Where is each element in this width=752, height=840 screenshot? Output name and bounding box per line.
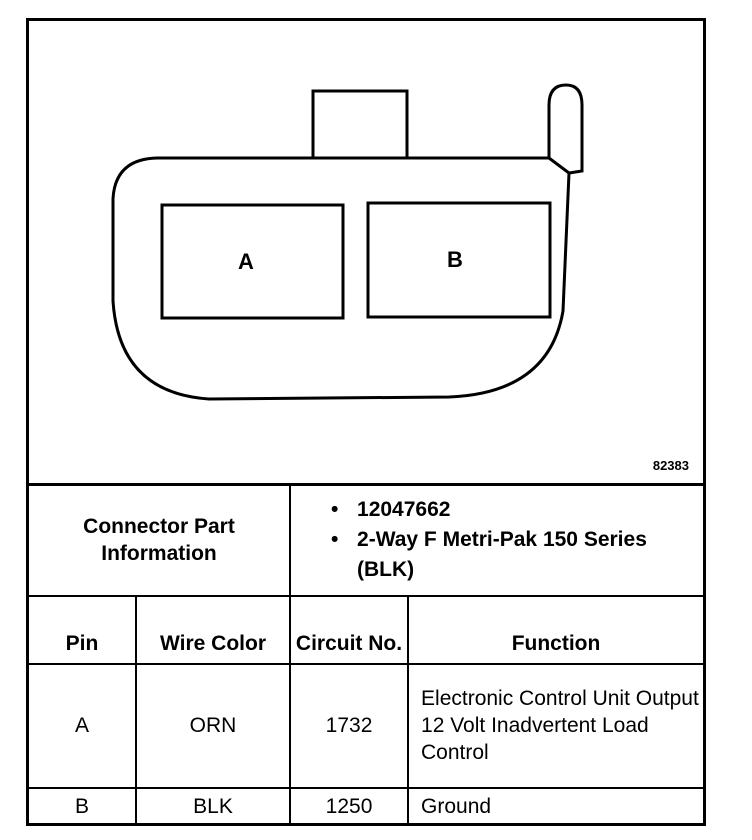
table-row: A ORN 1732 Electronic Control Unit Outpu… — [29, 662, 704, 789]
table-row: B BLK 1250 Ground — [29, 786, 704, 825]
connector-key-tab — [311, 89, 409, 158]
connector-part-details: 12047662 2-Way F Metri-Pak 150 Series (B… — [289, 483, 704, 597]
cavity-a-label: A — [238, 249, 254, 274]
connector-info-row: Connector Part Information 12047662 2-Wa… — [29, 483, 704, 597]
table-header-row: Pin Wire Color Circuit No. Function — [29, 594, 704, 665]
row-b-pin: B — [29, 786, 137, 825]
row-b-function: Ground — [407, 786, 704, 825]
connector-part-info-label: Connector Part Information — [29, 483, 292, 597]
cavity-a-outline — [160, 203, 345, 320]
row-a-circuit-no: 1732 — [289, 662, 410, 789]
cavity-b-label: B — [447, 247, 463, 272]
part-number: 12047662 — [331, 495, 703, 525]
header-function: Function — [407, 594, 704, 665]
connector-face-drawing — [111, 83, 584, 401]
row-b-wire-color: BLK — [134, 786, 292, 825]
part-description: 2-Way F Metri-Pak 150 Series (BLK) — [331, 525, 703, 585]
row-a-pin: A — [29, 662, 137, 789]
row-b-circuit-no: 1250 — [289, 786, 410, 825]
connector-housing-outline — [111, 156, 571, 401]
connector-diagram-frame: A B 82383 Connector Part Information 120… — [26, 18, 706, 826]
connector-pinout-table: Connector Part Information 12047662 2-Wa… — [29, 483, 704, 825]
connector-lock-latch — [547, 83, 584, 175]
header-pin: Pin — [29, 594, 137, 665]
figure-id: 82383 — [652, 458, 689, 473]
row-a-wire-color: ORN — [134, 662, 292, 789]
header-wire-color: Wire Color — [134, 594, 292, 665]
connector-face-diagram: A B 82383 — [29, 21, 703, 483]
cavity-b-outline — [366, 201, 552, 319]
row-a-function: Electronic Control Unit Output 12 Volt I… — [407, 662, 704, 789]
header-circuit-no: Circuit No. — [289, 594, 410, 665]
